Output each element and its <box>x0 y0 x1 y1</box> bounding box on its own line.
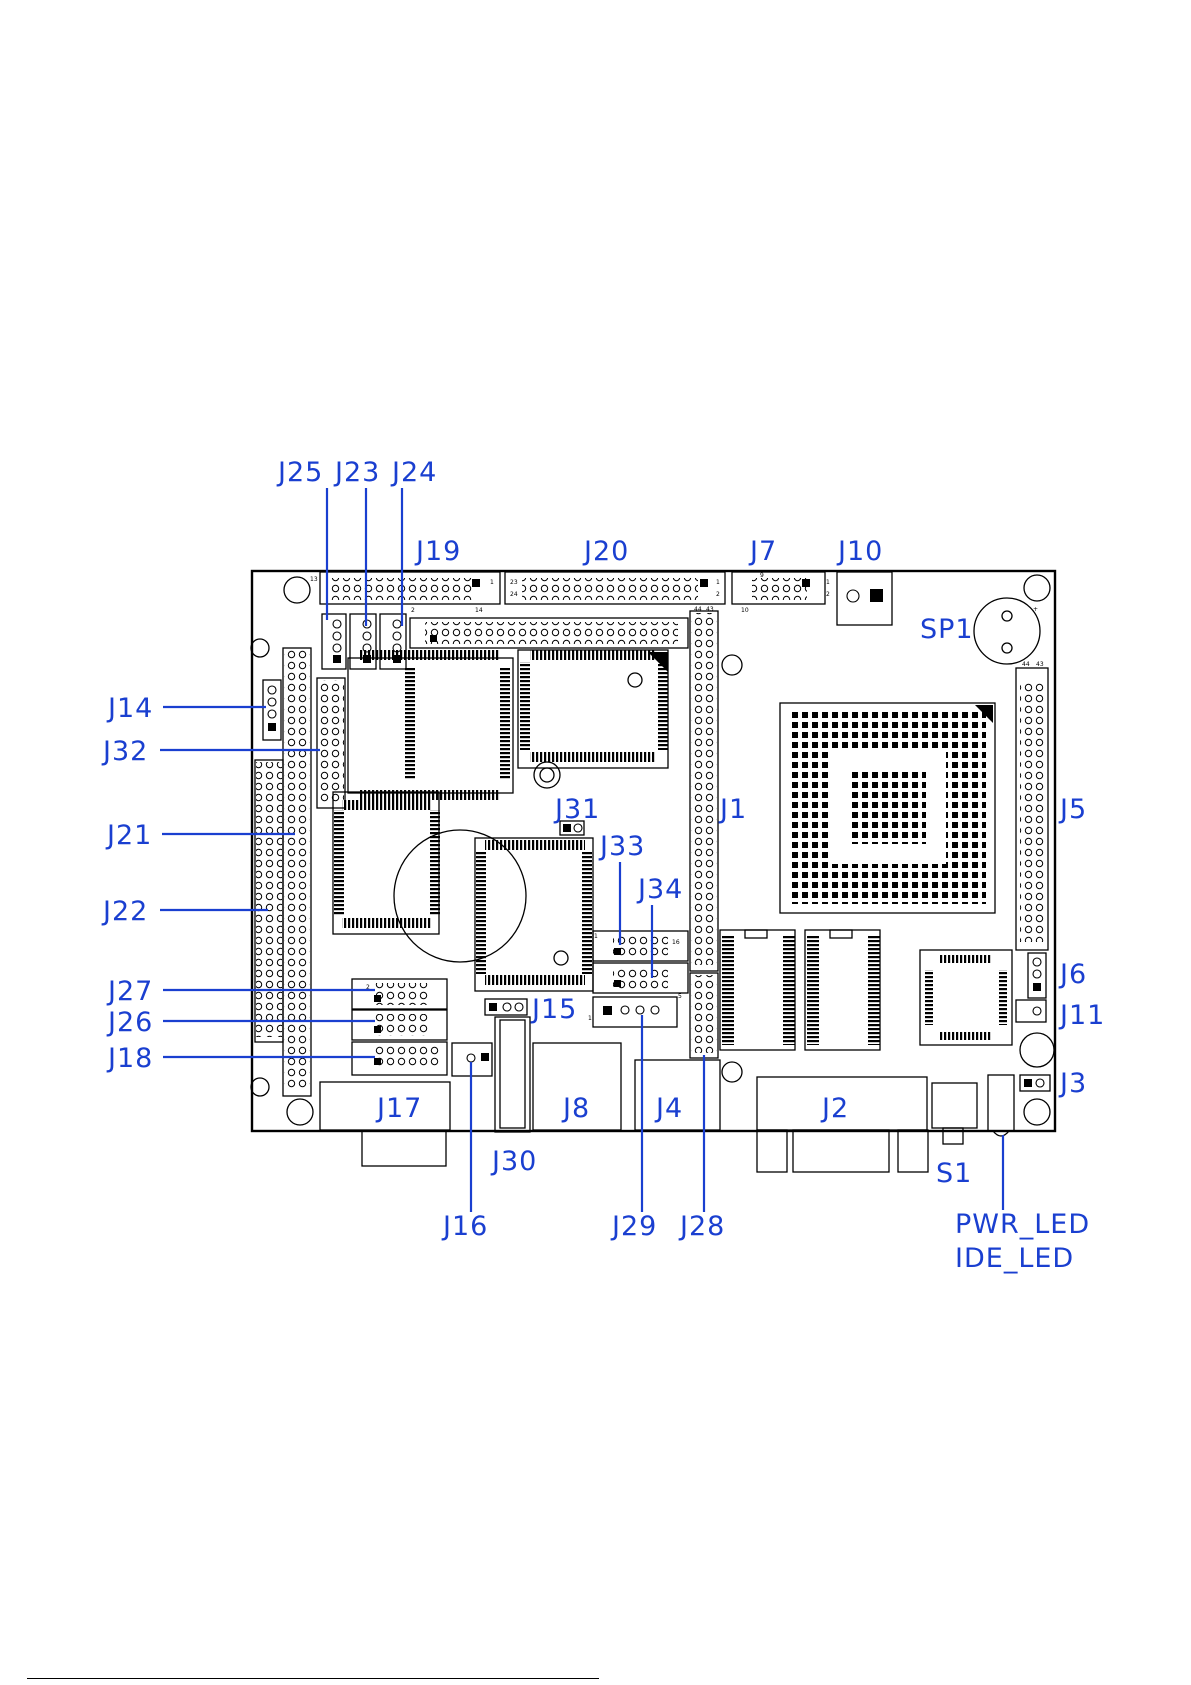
label-group-top-left: J25 J23 J24 <box>276 457 437 626</box>
chip-qfp-center <box>475 838 593 991</box>
label-ide-led: IDE_LED <box>955 1243 1074 1274</box>
connector-j3 <box>1020 1033 1054 1091</box>
label-j21: J21 <box>105 820 152 851</box>
connector-j2 <box>757 1077 928 1172</box>
chip-qfp-lower-left <box>333 792 440 934</box>
svg-text:44: 44 <box>1022 661 1030 668</box>
svg-text:44: 44 <box>694 606 702 613</box>
label-j27: J27 <box>106 976 153 1007</box>
svg-text:13: 13 <box>310 576 318 583</box>
chip-memory-left <box>720 930 795 1050</box>
svg-text:23: 23 <box>510 579 518 586</box>
battery-contact <box>534 762 560 788</box>
label-j16: J16 <box>441 1211 488 1242</box>
svg-text:1: 1 <box>588 1015 592 1022</box>
chip-qfp-upper-center <box>518 650 668 768</box>
chip-qfp-upper-left <box>348 650 513 800</box>
label-j14: J14 <box>106 693 153 724</box>
jumper-j11 <box>1016 1000 1046 1022</box>
header-top-inner <box>410 618 688 648</box>
label-j11: J11 <box>1058 1000 1105 1031</box>
label-j3: J3 <box>1058 1068 1087 1099</box>
label-j20: J20 <box>582 536 629 567</box>
header-j5: 44 43 <box>1016 661 1048 950</box>
label-j30: J30 <box>490 1146 537 1177</box>
label-j22: J22 <box>101 896 148 927</box>
svg-text:+: + <box>1033 606 1038 613</box>
connector-j7: 9 10 1 2 <box>732 572 830 614</box>
svg-text:1: 1 <box>490 579 494 586</box>
svg-text:43: 43 <box>706 606 714 613</box>
jumper-j15 <box>485 999 527 1015</box>
label-sp1: SP1 <box>920 614 974 645</box>
led-pwr-ide <box>988 1075 1014 1136</box>
label-pwr-led: PWR_LED <box>955 1209 1090 1240</box>
svg-text:9: 9 <box>760 572 764 579</box>
speaker-sp1: + <box>974 598 1040 664</box>
connector-j30 <box>495 1017 530 1132</box>
chip-memory-right <box>805 930 880 1050</box>
label-j23: J23 <box>333 457 380 488</box>
svg-text:24: 24 <box>510 591 518 598</box>
label-j32: J32 <box>101 736 148 767</box>
chip-plcc <box>920 950 1012 1045</box>
footer-rule <box>27 1678 599 1679</box>
label-j26: J26 <box>106 1007 153 1038</box>
svg-text:2: 2 <box>716 591 720 598</box>
switch-s1 <box>932 1083 977 1144</box>
svg-text:2: 2 <box>411 607 415 614</box>
label-j18: J18 <box>106 1043 153 1074</box>
header-j27: 2 <box>352 979 447 1009</box>
svg-text:2: 2 <box>826 591 830 598</box>
label-j31: J31 <box>553 794 600 825</box>
header-j26 <box>352 1010 447 1040</box>
header-j18 <box>352 1042 447 1075</box>
label-j5: J5 <box>1058 794 1087 825</box>
label-j25: J25 <box>276 457 323 488</box>
label-j34: J34 <box>636 874 683 905</box>
svg-text:10: 10 <box>741 607 749 614</box>
label-s1: S1 <box>936 1158 972 1189</box>
label-j19: J19 <box>414 536 461 567</box>
connector-j19: 13 1 2 14 <box>310 572 500 614</box>
svg-text:14: 14 <box>475 607 483 614</box>
label-j15: J15 <box>530 994 577 1025</box>
label-j24: J24 <box>390 457 437 488</box>
header-j28 <box>690 973 718 1058</box>
label-j28: J28 <box>678 1211 725 1242</box>
jumper-j23 <box>350 614 376 669</box>
label-j1: J1 <box>718 794 747 825</box>
label-j7: J7 <box>748 536 777 567</box>
label-j10: J10 <box>836 536 883 567</box>
svg-text:43: 43 <box>1036 661 1044 668</box>
svg-text:1: 1 <box>826 579 830 586</box>
chip-bga <box>780 703 995 913</box>
label-j8: J8 <box>561 1093 590 1124</box>
svg-text:1: 1 <box>716 579 720 586</box>
label-j33: J33 <box>598 831 645 862</box>
header-j32 <box>317 678 345 808</box>
header-j33: 1 16 <box>593 931 688 961</box>
connector-j29: 1 5 <box>588 993 682 1027</box>
connector-j10 <box>837 572 892 625</box>
label-j4: J4 <box>654 1093 683 1124</box>
jumper-j14 <box>263 680 281 740</box>
svg-text:5: 5 <box>678 993 682 1000</box>
header-j34 <box>593 963 688 993</box>
label-j29: J29 <box>610 1211 657 1242</box>
svg-text:16: 16 <box>672 939 680 946</box>
connector-j20: 23 24 1 2 <box>505 572 725 604</box>
header-j21 <box>283 648 311 1096</box>
jumper-j6 <box>1028 953 1046 998</box>
label-j2: J2 <box>820 1093 849 1124</box>
label-j17: J17 <box>375 1093 422 1124</box>
header-j1: 44 43 <box>690 606 718 971</box>
label-j6: J6 <box>1058 959 1087 990</box>
header-j22 <box>255 760 283 1042</box>
svg-text:1: 1 <box>594 933 598 940</box>
jumper-j25 <box>322 614 346 669</box>
